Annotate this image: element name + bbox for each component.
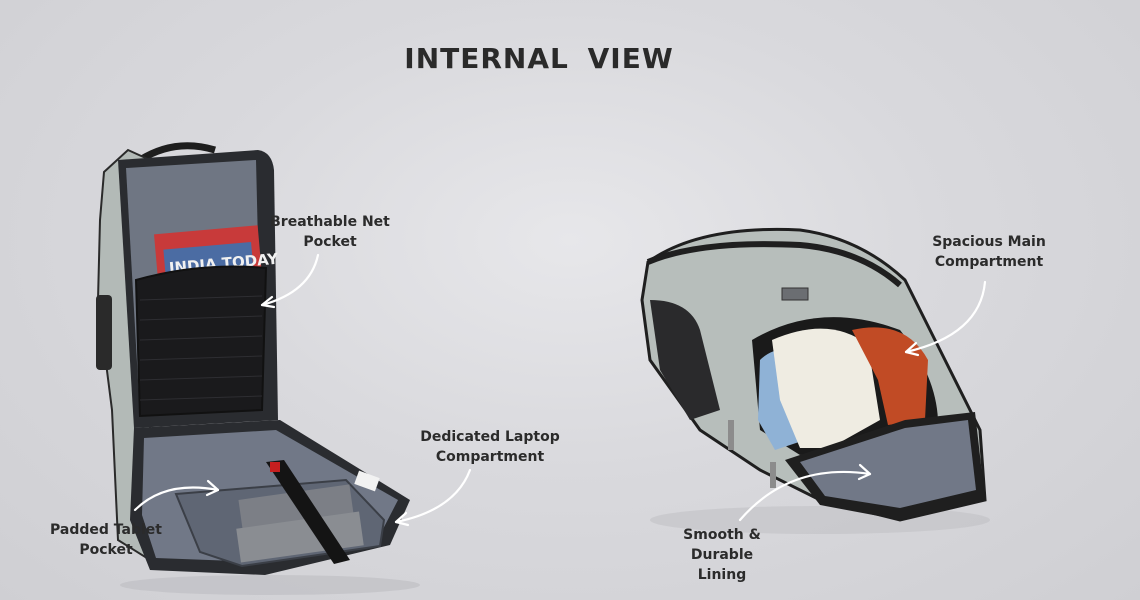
callout-line: Padded Tablet [50,522,162,538]
callout-dedicated-laptop-compartment: Dedicated Laptop Compartment [420,427,560,467]
right-backpack-image [640,227,990,534]
callout-smooth-durable-lining: Smooth & Durable Lining [650,525,794,585]
callout-padded-tablet-pocket: Padded Tablet Pocket [46,520,166,560]
arrow-tablet [133,486,220,512]
callout-line: Spacious Main [932,234,1046,250]
callout-spacious-main-compartment: Spacious Main Compartment [922,232,1056,272]
arrow-laptop [394,468,472,524]
callout-line: Compartment [934,254,1044,270]
callout-arrows [133,253,987,527]
callout-line: Pocket [303,234,357,250]
arrow-lining [738,470,872,522]
callout-line: Pocket [79,542,133,558]
white-cloth [772,328,880,448]
callout-line: Dedicated Laptop [420,429,560,445]
callout-line: Breathable Net [270,214,390,230]
callout-breathable-net-pocket: Breathable Net Pocket [268,212,392,252]
arrow-main [904,280,987,354]
arrow-net-pocket [260,253,320,307]
callout-line: Compartment [435,449,545,465]
lining-panel [800,420,976,508]
page-title: INTERNAL VIEW [404,42,674,75]
callout-line: Lining [697,567,747,583]
callout-line: Smooth & Durable [683,527,761,563]
left-backpack-image: INDIA TODAY [96,142,420,595]
net-pocket [134,265,268,418]
